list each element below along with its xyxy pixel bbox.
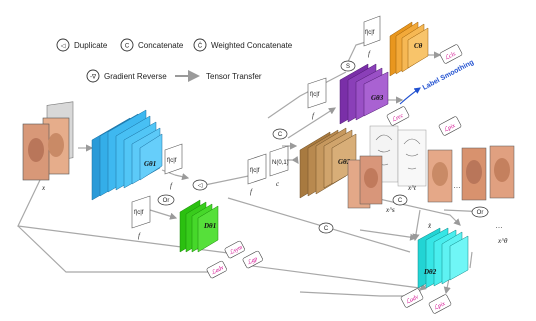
svg-text:N(0,1): N(0,1) — [272, 160, 289, 166]
label-x: x — [41, 184, 46, 192]
concatenate-node-icon-2: C — [392, 194, 408, 206]
svg-text:◁: ◁ — [198, 183, 203, 189]
concatenate-node-icon-3: C — [318, 222, 334, 234]
svg-text:Or: Or — [163, 198, 170, 204]
label-f-upper: f — [312, 112, 315, 120]
dots-2: … — [496, 222, 502, 230]
svg-text:ℒrec: ℒrec — [391, 112, 405, 124]
feature-f-prime-map: f|c|f — [131, 195, 151, 229]
feature-f-upper: f|c|f — [307, 77, 327, 109]
label-x-s: x^s — [385, 206, 395, 214]
label-smoothing-text: Label Smoothing — [422, 59, 475, 92]
svg-text:f|c|f: f|c|f — [365, 30, 375, 36]
legend-weighted-concatenate: Weighted Concatenate — [211, 41, 293, 50]
concatenate-node-icon: C — [272, 128, 288, 140]
g-theta3-label: Gθ3 — [371, 94, 384, 102]
svg-text:C: C — [278, 132, 283, 138]
loss-rec-box: ℒrec — [386, 106, 410, 126]
g-theta3-block — [339, 63, 389, 125]
label-f-middle: f — [250, 188, 253, 196]
svg-text:C: C — [125, 44, 130, 50]
label-f-top: f — [368, 50, 371, 58]
duplicate-node-icon: ◁ — [192, 179, 208, 191]
g-theta1-label: Gθ1 — [144, 160, 156, 168]
loss-pix-box-1: ℒpix — [438, 116, 462, 136]
label-f-prime: f — [138, 232, 141, 240]
gradient-reverse-icon: -∇ — [86, 69, 100, 83]
c-theta-block — [389, 21, 429, 77]
s-node-icon-top: S — [340, 60, 356, 72]
right-face-stack — [427, 145, 515, 203]
loss-gp-box: ℒgp — [242, 250, 263, 269]
legend-gradient-reverse: Gradient Reverse — [104, 72, 167, 81]
dots-1: … — [454, 182, 460, 190]
d-theta1-block — [179, 199, 219, 253]
d-theta2-block — [417, 227, 469, 289]
feature-f-top: f|c|f — [363, 15, 381, 47]
svg-text:ℒcls: ℒcls — [444, 50, 458, 62]
weighted-concatenate-icon: Ĉ — [193, 38, 207, 52]
noise-c-map: N(0,1) — [269, 145, 289, 177]
svg-text:ℒgp: ℒgp — [246, 255, 258, 266]
svg-text:ℒpix: ℒpix — [443, 122, 457, 134]
g-theta1-block — [91, 109, 163, 201]
label-x-hat: x̂ — [427, 222, 432, 230]
svg-text:-∇: -∇ — [90, 74, 97, 81]
label-smoothing-arrow-icon — [399, 87, 421, 105]
loss-adv-box-1: ℒadv — [206, 260, 227, 279]
d-theta1-label: Dθ1 — [203, 222, 216, 230]
svg-text:f|c|f: f|c|f — [310, 92, 320, 98]
or-node-icon-right: Or — [471, 206, 489, 218]
label-x-t: x^t — [407, 184, 417, 192]
svg-text:C: C — [324, 226, 329, 232]
input-image-stack — [22, 101, 74, 181]
svg-text:f|c|f: f|c|f — [250, 168, 260, 174]
g-theta2-label: Gθ2 — [338, 158, 351, 166]
legend-tensor-transfer: Tensor Transfer — [206, 72, 262, 81]
duplicate-icon: ◁ — [56, 38, 70, 52]
svg-text:f|c|f: f|c|f — [134, 210, 144, 216]
svg-text:C: C — [398, 198, 403, 204]
loss-sym-box: ℒsym — [224, 240, 245, 259]
d-theta2-label: Dθ2 — [423, 268, 437, 276]
svg-text:◁: ◁ — [61, 44, 66, 50]
loss-cls-box: ℒcls — [439, 44, 463, 64]
or-node-icon: Or — [157, 194, 175, 206]
c-theta-label: Cθ — [414, 42, 423, 50]
legend-duplicate: Duplicate — [74, 41, 108, 50]
svg-text:Or: Or — [477, 210, 484, 216]
feature-f-middle: f|c|f — [247, 153, 267, 185]
svg-text:Ĉ: Ĉ — [198, 43, 203, 50]
g-theta2-block — [299, 127, 357, 199]
legend-concatenate: Concatenate — [138, 41, 184, 50]
label-x-theta: x^θ — [497, 237, 508, 245]
feature-f-map: f|c|f — [164, 143, 183, 175]
legend: ◁ Duplicate C Concatenate Ĉ Weighted Con… — [56, 38, 293, 83]
loss-pix-box-2: ℒpix — [428, 294, 452, 314]
generated-face-stack — [347, 155, 383, 209]
loss-adv-box-2: ℒadv — [400, 288, 424, 308]
label-c: c — [276, 180, 280, 188]
concatenate-icon: C — [120, 38, 134, 52]
svg-text:S: S — [346, 64, 350, 70]
svg-text:ℒpix: ℒpix — [433, 300, 447, 312]
label-f: f — [170, 182, 173, 190]
svg-text:f|c|f: f|c|f — [167, 158, 177, 164]
